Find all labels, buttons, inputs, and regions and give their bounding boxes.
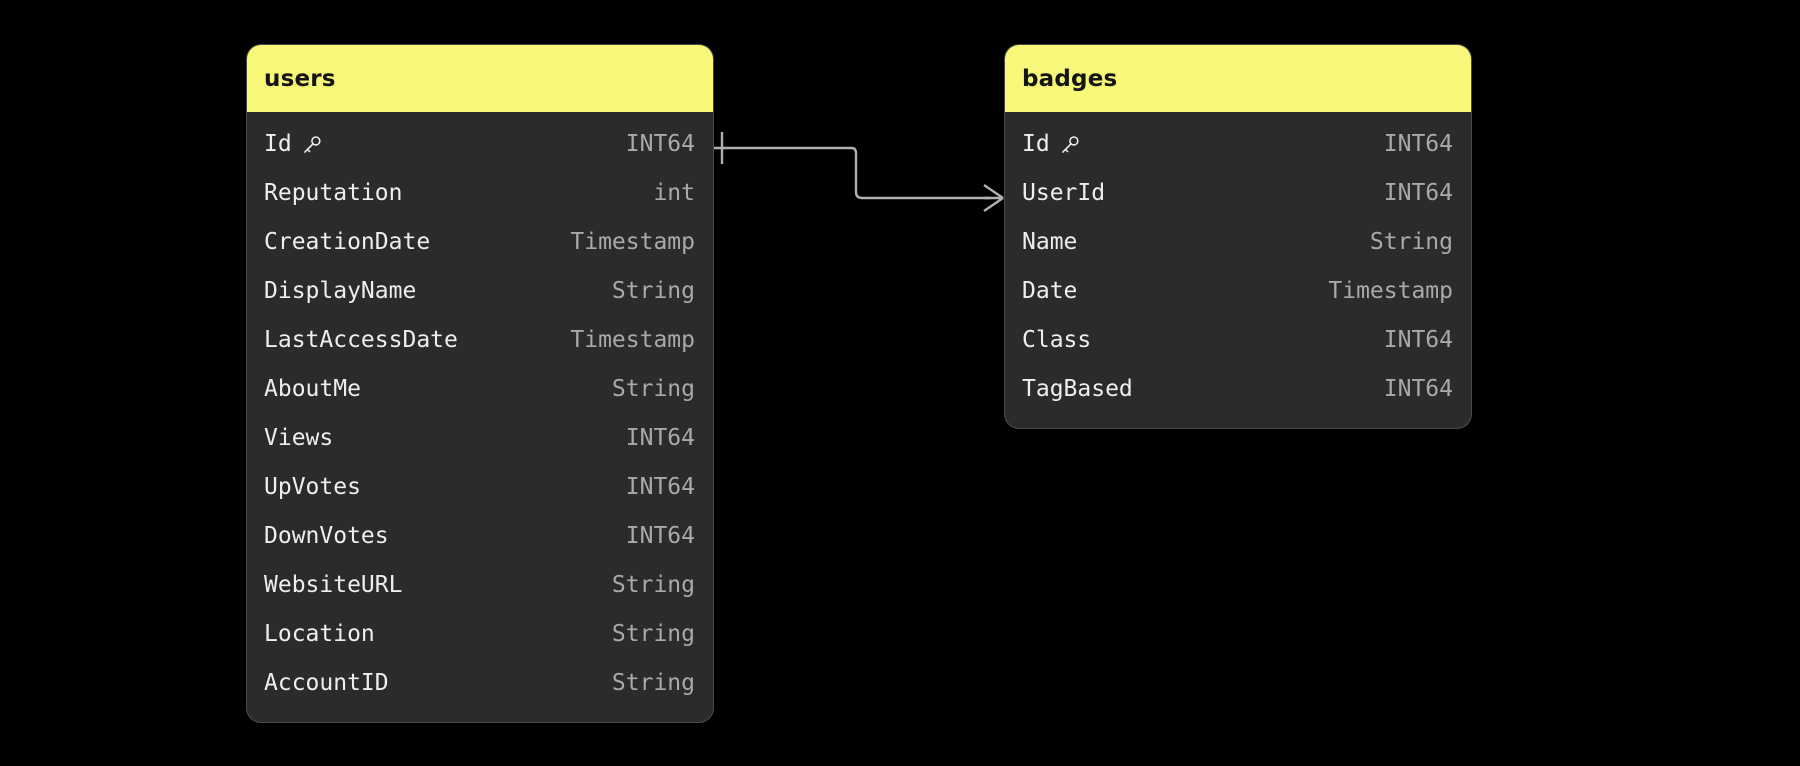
field-type-cell: INT64	[625, 131, 695, 157]
field-name-cell: LastAccessDate	[264, 329, 458, 352]
field-label: Id	[264, 131, 292, 157]
field-type-cell: String	[611, 572, 695, 598]
field-type-cell: Timestamp	[570, 229, 695, 255]
entity-users[interactable]: users Id INT64 Reputatio	[247, 45, 713, 722]
field-row[interactable]: AccountID String	[247, 659, 713, 708]
field-type-cell: String	[611, 621, 695, 647]
field-row[interactable]: AboutMe String	[247, 365, 713, 414]
field-row[interactable]: DownVotes INT64	[247, 512, 713, 561]
entity-badges[interactable]: badges Id INT64 UserId	[1005, 45, 1471, 428]
entity-badges-title: badges	[1005, 45, 1471, 112]
field-type-cell: String	[611, 278, 695, 304]
relationship-edge-users-badges[interactable]	[713, 132, 1004, 212]
field-name-cell: Id	[264, 133, 323, 156]
field-name-cell: UserId	[1022, 182, 1105, 205]
key-icon	[1059, 134, 1081, 156]
field-label: UpVotes	[264, 474, 361, 500]
field-type-cell: int	[653, 180, 695, 206]
field-row[interactable]: Name String	[1005, 218, 1471, 267]
field-type-cell: INT64	[1383, 327, 1453, 353]
field-name-cell: WebsiteURL	[264, 574, 402, 597]
field-row[interactable]: WebsiteURL String	[247, 561, 713, 610]
field-name-cell: DisplayName	[264, 280, 416, 303]
field-label: CreationDate	[264, 229, 431, 255]
field-row[interactable]: TagBased INT64	[1005, 365, 1471, 414]
field-label: Date	[1022, 278, 1078, 304]
field-type-cell: INT64	[625, 523, 695, 549]
field-row[interactable]: CreationDate Timestamp	[247, 218, 713, 267]
field-type-cell: INT64	[1383, 180, 1453, 206]
field-name-cell: Id	[1022, 133, 1081, 156]
field-name-cell: AboutMe	[264, 378, 361, 401]
field-row[interactable]: Reputation int	[247, 169, 713, 218]
field-name-cell: TagBased	[1022, 378, 1133, 401]
entity-users-title: users	[247, 45, 713, 112]
field-label: DownVotes	[264, 523, 389, 549]
field-row[interactable]: DisplayName String	[247, 267, 713, 316]
field-name-cell: AccountID	[264, 672, 389, 695]
field-row[interactable]: Date Timestamp	[1005, 267, 1471, 316]
field-row[interactable]: Location String	[247, 610, 713, 659]
field-label: LastAccessDate	[264, 327, 458, 353]
field-name-cell: CreationDate	[264, 231, 430, 254]
field-row[interactable]: Class INT64	[1005, 316, 1471, 365]
field-label: TagBased	[1022, 376, 1133, 402]
field-type-cell: INT64	[1383, 131, 1453, 157]
field-name-cell: Name	[1022, 231, 1077, 254]
field-name-cell: Views	[264, 427, 333, 450]
field-row[interactable]: Id INT64	[1005, 120, 1471, 169]
field-type-cell: Timestamp	[570, 327, 695, 353]
field-name-cell: Date	[1022, 280, 1077, 303]
field-label: AccountID	[264, 670, 389, 696]
field-type-cell: String	[1369, 229, 1453, 255]
field-label: DisplayName	[264, 278, 417, 304]
key-icon	[301, 134, 323, 156]
entity-badges-fields: Id INT64 UserId INT64	[1005, 112, 1471, 428]
field-type-cell: INT64	[1383, 376, 1453, 402]
field-name-cell: Class	[1022, 329, 1091, 352]
field-label: WebsiteURL	[264, 572, 403, 598]
field-label: AboutMe	[264, 376, 361, 402]
field-type-cell: String	[611, 376, 695, 402]
field-type-cell: INT64	[625, 425, 695, 451]
field-row[interactable]: UserId INT64	[1005, 169, 1471, 218]
field-name-cell: Reputation	[264, 182, 402, 205]
field-label: Class	[1022, 327, 1092, 353]
field-name-cell: DownVotes	[264, 525, 389, 548]
field-label: Reputation	[264, 180, 403, 206]
entity-users-fields: Id INT64 Reputation int	[247, 112, 713, 722]
field-label: Views	[264, 425, 334, 451]
field-row[interactable]: Views INT64	[247, 414, 713, 463]
field-type-cell: Timestamp	[1328, 278, 1453, 304]
field-label: Name	[1022, 229, 1078, 255]
field-label: Id	[1022, 131, 1050, 157]
field-row[interactable]: UpVotes INT64	[247, 463, 713, 512]
field-type-cell: INT64	[625, 474, 695, 500]
field-row[interactable]: Id INT64	[247, 120, 713, 169]
field-label: UserId	[1022, 180, 1106, 206]
cardinality-many-marker	[983, 184, 1004, 212]
field-row[interactable]: LastAccessDate Timestamp	[247, 316, 713, 365]
field-label: Location	[264, 621, 375, 647]
field-name-cell: UpVotes	[264, 476, 361, 499]
field-type-cell: String	[611, 670, 695, 696]
field-name-cell: Location	[264, 623, 375, 646]
